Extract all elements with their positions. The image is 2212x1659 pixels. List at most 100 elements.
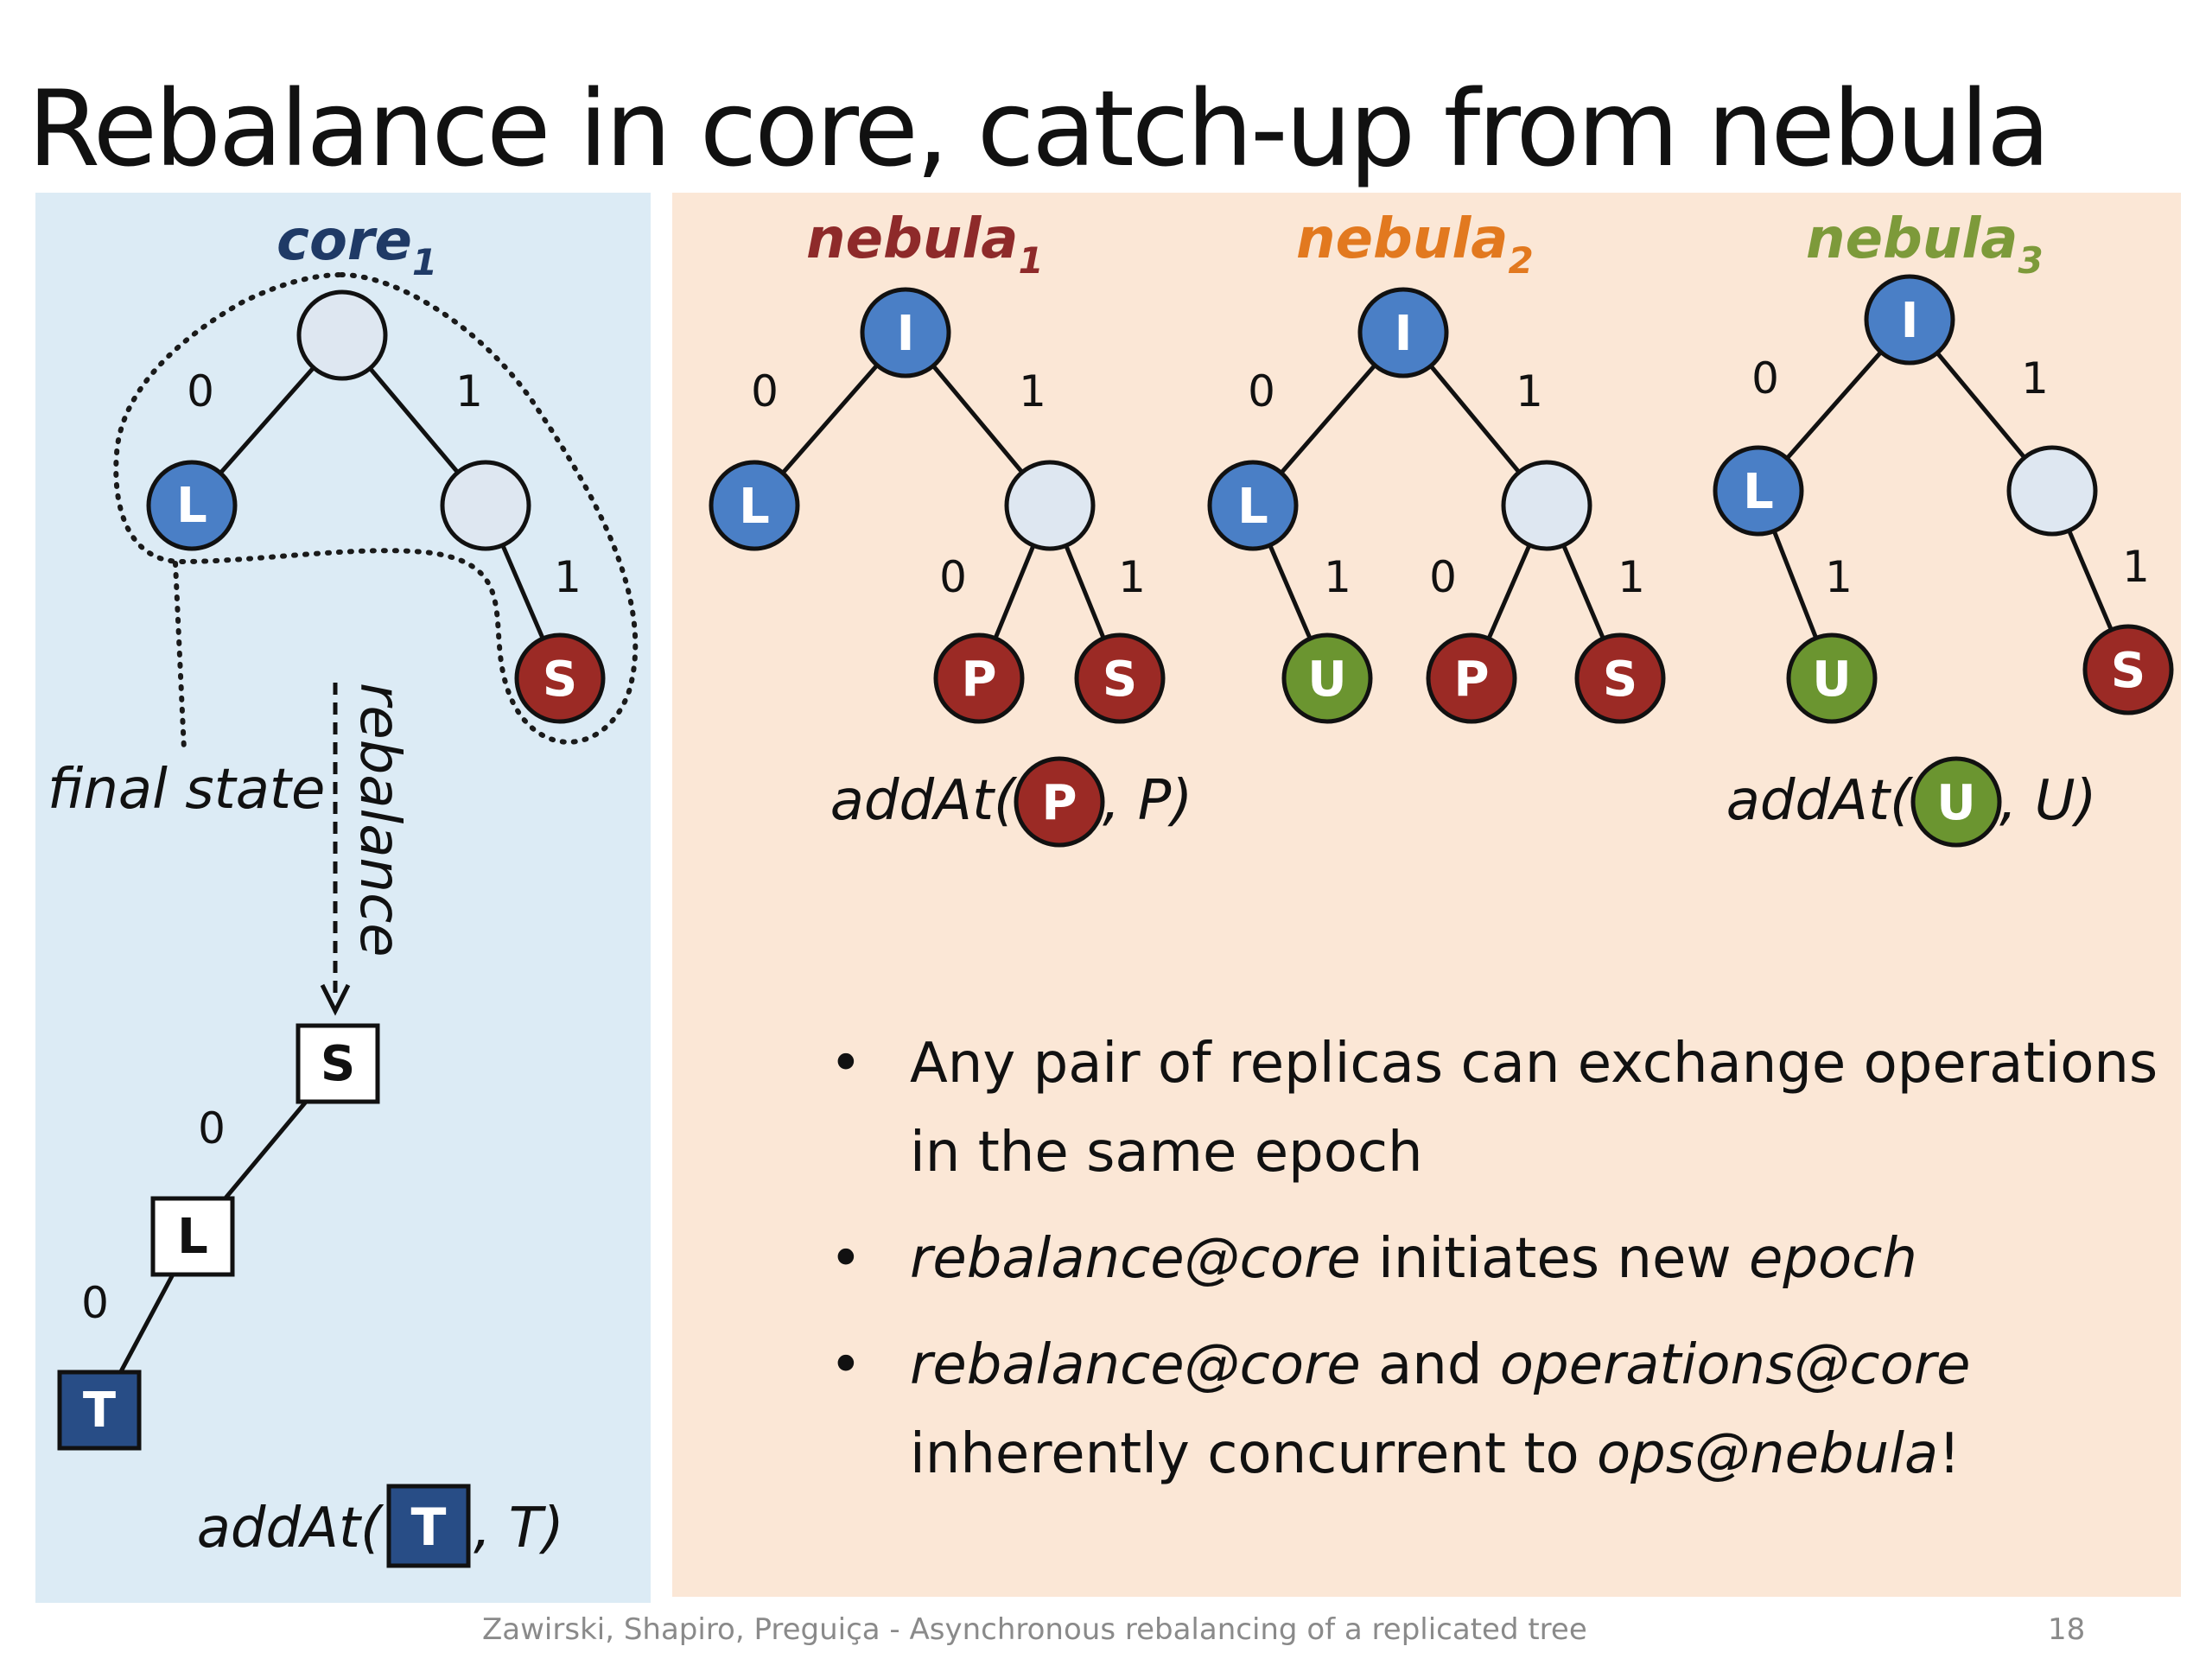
nebula1-edge-label-0: 0: [751, 366, 779, 416]
core-addat-node: T: [386, 1484, 471, 1568]
nebula3-label-text: nebula: [1806, 207, 2018, 271]
rebalanced-node-l-letter: L: [177, 1209, 208, 1265]
bullet-list: Any pair of replicas can exchange operat…: [830, 1020, 2177, 1516]
rebalanced-node-s-letter: S: [321, 1036, 355, 1092]
nebula2-edge-label-4: 1: [1618, 552, 1645, 602]
core-node-s-letter: S: [543, 652, 577, 708]
nebula2-node-l-letter: L: [1237, 479, 1268, 535]
bullet-text: initiates new: [1360, 1227, 1750, 1291]
bullet-term: ops@nebula: [1596, 1422, 1939, 1486]
bullet-text: and: [1360, 1333, 1500, 1397]
bullet-term: operations@core: [1499, 1333, 1971, 1397]
bullet-term: rebalance@core: [910, 1333, 1361, 1397]
rebalanced-edge-label-0: 0: [198, 1103, 226, 1154]
nebula2-node-i-letter: I: [1395, 306, 1413, 362]
rebalanced-node-t-letter: T: [83, 1382, 116, 1439]
footer-citation: Zawirski, Shapiro, Preguiça - Asynchrono…: [482, 1612, 1587, 1647]
nebula3-node-l: L: [1713, 445, 1804, 537]
bullet-term: epoch: [1749, 1227, 1917, 1291]
nebula2-label-text: nebula: [1296, 207, 1508, 271]
nebula3-edge-label-1: 1: [2021, 353, 2049, 404]
bullet-item: rebalance@core and operations@core inher…: [830, 1321, 2177, 1499]
nebula3-node-empty: [2006, 445, 2098, 537]
core-addat-prefix: addAt(: [197, 1497, 385, 1560]
nebula3-addat-prefix: addAt(: [1726, 769, 1914, 833]
nebula3-addat-suffix: , U): [1999, 769, 2097, 833]
nebula2-edge-label-1: 1: [1516, 366, 1543, 416]
nebula1-node-empty: [1004, 460, 1096, 551]
nebula3-addat-node: U: [1910, 756, 2002, 848]
nebula3-label-subscript: 3: [2018, 239, 2043, 282]
final-state-label: final state: [48, 758, 325, 822]
nebula2-node-s: S: [1574, 632, 1666, 724]
nebula1-addat-suffix: , P): [1103, 769, 1192, 833]
nebula3-node-l-letter: L: [1743, 464, 1774, 520]
nebula1-node-p: P: [933, 632, 1025, 724]
nebula3-edge-label-0: 0: [1751, 353, 1779, 404]
nebula2-label-subscript: 2: [1508, 239, 1533, 282]
core-root-node: [296, 289, 388, 381]
core-label: core1: [276, 209, 437, 283]
bullet-term: rebalance@core: [910, 1227, 1361, 1291]
core-addat-suffix: , T): [474, 1497, 564, 1560]
nebula2-node-empty: [1501, 460, 1592, 551]
nebula3-node-s-letter: S: [2111, 643, 2145, 699]
core-edge-label-2: 1: [554, 552, 582, 602]
nebula2-edge-label-2: 1: [1324, 552, 1351, 602]
core-label-subscript: 1: [412, 241, 437, 283]
nebula2-edge-label-0: 0: [1248, 366, 1275, 416]
nebula1-edge-label-1: 1: [1019, 366, 1046, 416]
rebalanced-node-t: T: [57, 1370, 142, 1451]
rebalanced-edge-label-1: 0: [81, 1278, 109, 1328]
nebula3-addat-node-letter: U: [1936, 775, 1975, 831]
bullet-text: inherently concurrent to: [910, 1422, 1597, 1486]
nebula2-node-p-letter: P: [1453, 652, 1489, 708]
nebula1-label: nebula1: [806, 207, 1044, 282]
nebula3-node-u-letter: U: [1812, 652, 1851, 708]
nebula2-node-p: P: [1426, 632, 1517, 724]
core-panel: [35, 193, 651, 1603]
core-edge-label-1: 1: [455, 366, 483, 416]
nebula2-label: nebula2: [1296, 207, 1534, 282]
nebula3-edge-label-2: 1: [1825, 552, 1853, 602]
bullet-text: Any pair of replicas can exchange operat…: [910, 1032, 2158, 1185]
nebula3-node-s: S: [2082, 624, 2174, 715]
page-number: 18: [2048, 1612, 2086, 1647]
core-right-node: [440, 460, 531, 551]
core-node-l-letter: L: [176, 478, 207, 534]
nebula3-node-i: I: [1864, 274, 1955, 365]
nebula2-node-i: I: [1357, 287, 1449, 378]
nebula1-edge-label-3: 1: [1118, 552, 1146, 602]
nebula2-node-u-letter: U: [1307, 652, 1346, 708]
rebalance-arrowhead: [320, 983, 351, 1016]
nebula2-node-u: U: [1281, 632, 1373, 724]
core-addat-node-letter: T: [411, 1497, 447, 1558]
nebula1-node-p-letter: P: [961, 652, 996, 708]
nebula2-edge-label-3: 0: [1429, 552, 1457, 602]
bullet-item: Any pair of replicas can exchange operat…: [830, 1020, 2177, 1198]
nebula1-node-l-letter: L: [739, 479, 770, 535]
bullet-text: !: [1938, 1422, 1961, 1486]
nebula2-node-s-letter: S: [1603, 652, 1637, 708]
nebula1-node-l: L: [709, 460, 800, 551]
final-state-leader: [173, 561, 187, 753]
core-edge-label-0: 0: [187, 366, 214, 416]
nebula3-label: nebula3: [1806, 207, 2044, 282]
nebula2-node-l: L: [1207, 460, 1299, 551]
nebula1-node-s: S: [1074, 632, 1166, 724]
nebula1-label-text: nebula: [806, 207, 1018, 271]
slide-title: Rebalance in core, catch-up from nebula: [28, 68, 2050, 190]
nebula1-addat-node: P: [1014, 756, 1105, 848]
slide-footer: Zawirski, Shapiro, Preguiça - Asynchrono…: [0, 1605, 2212, 1654]
core-label-text: core: [276, 209, 412, 273]
core-node-l: L: [146, 460, 238, 551]
nebula3-edge-label-3: 1: [2122, 542, 2150, 592]
bullet-item: rebalance@core initiates new epoch: [830, 1215, 2177, 1304]
nebula1-edge-label-2: 0: [939, 552, 967, 602]
nebula1-node-i-letter: I: [897, 306, 915, 362]
nebula3-node-i-letter: I: [1901, 293, 1919, 349]
rebalanced-node-s: S: [296, 1023, 380, 1104]
nebula1-node-i: I: [860, 287, 951, 378]
rebalanced-node-l: L: [150, 1196, 235, 1277]
nebula3-node-u: U: [1786, 632, 1878, 724]
